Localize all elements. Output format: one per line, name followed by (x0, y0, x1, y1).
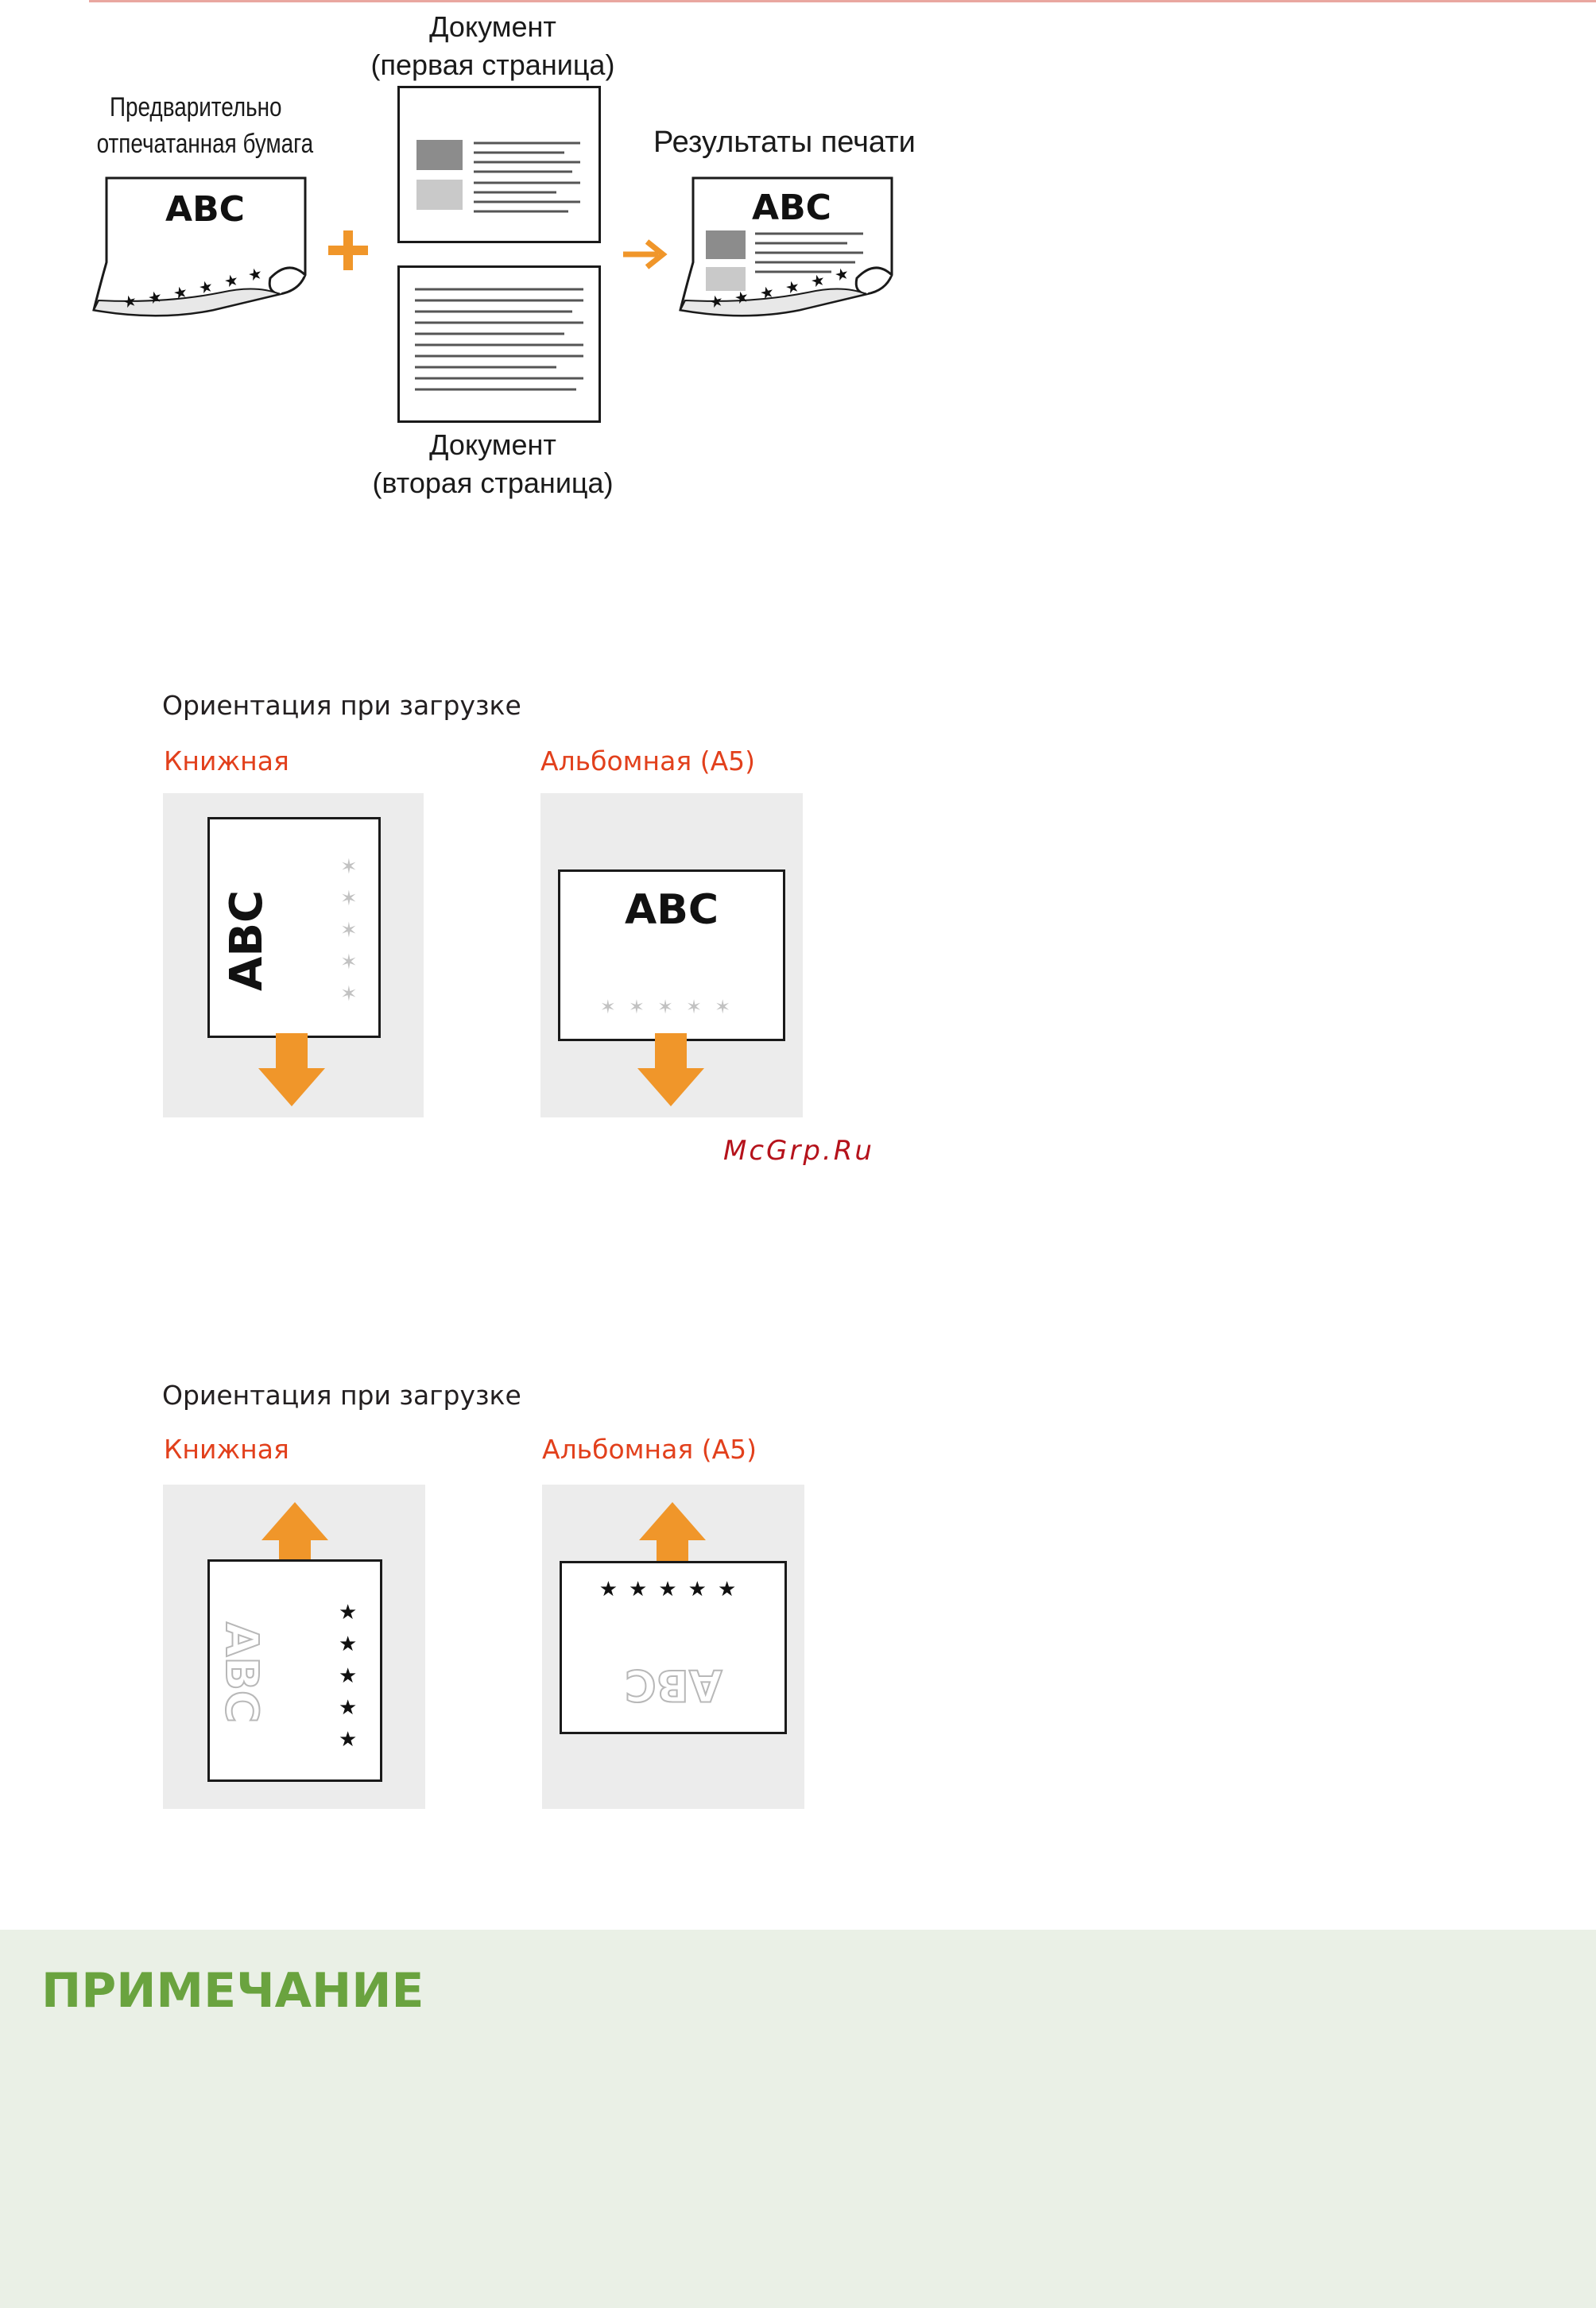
svg-text:★: ★ (246, 263, 264, 285)
arrow-right-icon (623, 239, 668, 269)
preprinted-paper-label: Предварительно отпечатанная бумага (96, 92, 314, 159)
svg-text:★: ★ (171, 281, 189, 304)
svg-text:★: ★ (832, 263, 850, 285)
document-first-page-label: Документ (первая страница) (370, 10, 615, 81)
abc-text: ABC (624, 1659, 723, 1711)
paper-sheet: ABC ✶✶✶✶✶ (207, 817, 381, 1038)
landscape-label: Альбомная (А5) (540, 745, 756, 776)
note-title: ПРИМЕЧАНИЕ (41, 1963, 424, 2019)
svg-text:★: ★ (707, 290, 725, 312)
star-row: ★★★★★ (598, 1578, 748, 1601)
portrait-panel: ABC ✶✶✶✶✶ (163, 793, 424, 1117)
print-results-label: Результаты печати (653, 126, 916, 159)
paper-sheet: ★★★★★ ABC (560, 1561, 787, 1734)
paper-sheet: ABC ✶✶✶✶✶ (558, 869, 785, 1041)
arrow-down-icon (637, 1033, 704, 1106)
top-rule (89, 0, 1596, 2)
portrait-label: Книжная (164, 1434, 289, 1465)
arrow-up-icon (261, 1502, 328, 1575)
abc-text: ABC (221, 889, 273, 991)
paper-sheet: ABC ★★★★★ (207, 1559, 382, 1782)
document-page-2-icon (397, 265, 601, 423)
watermark: McGrp.Ru (723, 1135, 874, 1167)
plus-icon (328, 230, 368, 270)
svg-text:★: ★ (120, 290, 138, 312)
abc-text: ABC (215, 1621, 268, 1724)
svg-text:★: ★ (145, 286, 164, 308)
landscape-label: Альбомная (А5) (542, 1434, 757, 1465)
preprinted-paper-illustration: ABC ★ ★ ★ ★ ★ ★ (92, 176, 307, 317)
loading-orientation-title: Ориентация при загрузке (162, 1380, 521, 1411)
star-column: ★★★★★ (339, 1601, 358, 1752)
print-result-illustration: ABC ★ ★ ★ ★ ★ ★ (679, 176, 893, 317)
portrait-label: Книжная (164, 745, 289, 776)
arrow-up-icon (639, 1502, 706, 1575)
star-row: ✶✶✶✶✶ (599, 996, 744, 1018)
landscape-panel: ★★★★★ ABC (542, 1485, 804, 1809)
svg-text:★: ★ (196, 276, 215, 298)
loading-orientation-title: Ориентация при загрузке (162, 690, 521, 721)
abc-text: ABC (624, 886, 719, 934)
document-page-1-icon (397, 86, 601, 243)
logo-text: ABC (165, 189, 245, 230)
star-column: ✶✶✶✶✶ (340, 855, 358, 1006)
star-row: ★ ★ ★ ★ ★ ★ (120, 263, 264, 312)
svg-text:★: ★ (757, 281, 776, 304)
portrait-panel: ABC ★★★★★ (163, 1485, 425, 1809)
note-box: ПРИМЕЧАНИЕ (0, 1930, 1596, 2308)
svg-text:★: ★ (222, 269, 240, 292)
landscape-panel: ABC ✶✶✶✶✶ (540, 793, 803, 1117)
svg-text:★: ★ (808, 269, 827, 292)
svg-text:★: ★ (732, 286, 750, 308)
arrow-down-icon (258, 1033, 325, 1106)
document-second-page-label: Документ (вторая страница) (372, 428, 614, 499)
star-row: ★ ★ ★ ★ ★ ★ (707, 263, 850, 312)
logo-text: ABC (752, 188, 831, 228)
svg-text:★: ★ (783, 276, 801, 298)
